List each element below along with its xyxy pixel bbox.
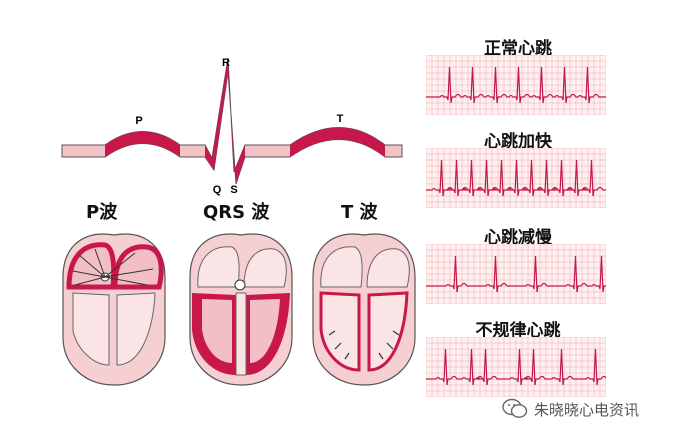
wechat-icon — [502, 398, 528, 418]
rhythm-strip-irregular — [426, 337, 606, 397]
rhythm-title-irregular: 不规律心跳 — [475, 321, 561, 341]
left-atrium — [320, 246, 363, 288]
ecg-baseline-band — [61, 57, 403, 185]
ecg-trace — [426, 348, 606, 386]
av-node — [234, 279, 246, 291]
ecg-trace — [426, 255, 606, 293]
ecg-trace — [426, 159, 606, 197]
left-atrium — [197, 246, 240, 288]
q-peak-label: Q — [213, 184, 222, 196]
left-ventricle — [72, 292, 110, 366]
right-atrium — [366, 248, 410, 288]
heart-p-wave-diagram — [62, 233, 166, 386]
rhythm-title-normal: 正常心跳 — [484, 39, 552, 59]
qrs-wave-phase-label: QRS 波 — [203, 202, 270, 223]
right-atrium — [243, 248, 287, 288]
left-ventricle-chamber — [202, 299, 232, 363]
rhythm-strip-normal — [426, 55, 606, 115]
right-ventricle-chamber — [250, 299, 280, 363]
left-ventricle — [319, 291, 361, 372]
watermark-text: 朱晓晓心电资讯 — [534, 400, 640, 419]
p-wave-segment — [105, 131, 180, 157]
s-peak-label: S — [230, 184, 237, 196]
t-wave-phase-label: T 波 — [341, 202, 378, 223]
right-atrium — [112, 244, 164, 290]
t-wave-segment — [290, 127, 385, 157]
watermark: 朱晓晓心电资讯 — [502, 394, 670, 424]
heart-t-wave-diagram — [312, 233, 416, 386]
septum — [235, 292, 247, 376]
ecg-trace — [426, 66, 606, 104]
right-ventricle — [116, 292, 156, 366]
p-wave-phase-label: P波 — [86, 202, 118, 223]
strip-grid — [426, 55, 606, 115]
heart-qrs-diagram — [189, 233, 293, 386]
r-peak-label: R — [222, 57, 230, 69]
rhythm-strip-tachycardia — [426, 148, 606, 208]
rhythm-title-tachycardia: 心跳加快 — [484, 132, 552, 152]
strip-grid — [426, 337, 606, 397]
repolarization-arrows — [328, 330, 400, 360]
ecg-waveform-panel: P R Q S T — [61, 57, 403, 196]
rhythm-strip-bradycardia — [426, 244, 606, 304]
right-ventricle — [367, 291, 409, 372]
qrs-complex-segment — [205, 58, 245, 184]
conduction-arrows — [72, 248, 154, 286]
t-peak-label: T — [337, 113, 344, 125]
p-peak-label: P — [135, 115, 142, 127]
rhythm-title-bradycardia: 心跳减慢 — [484, 228, 552, 248]
